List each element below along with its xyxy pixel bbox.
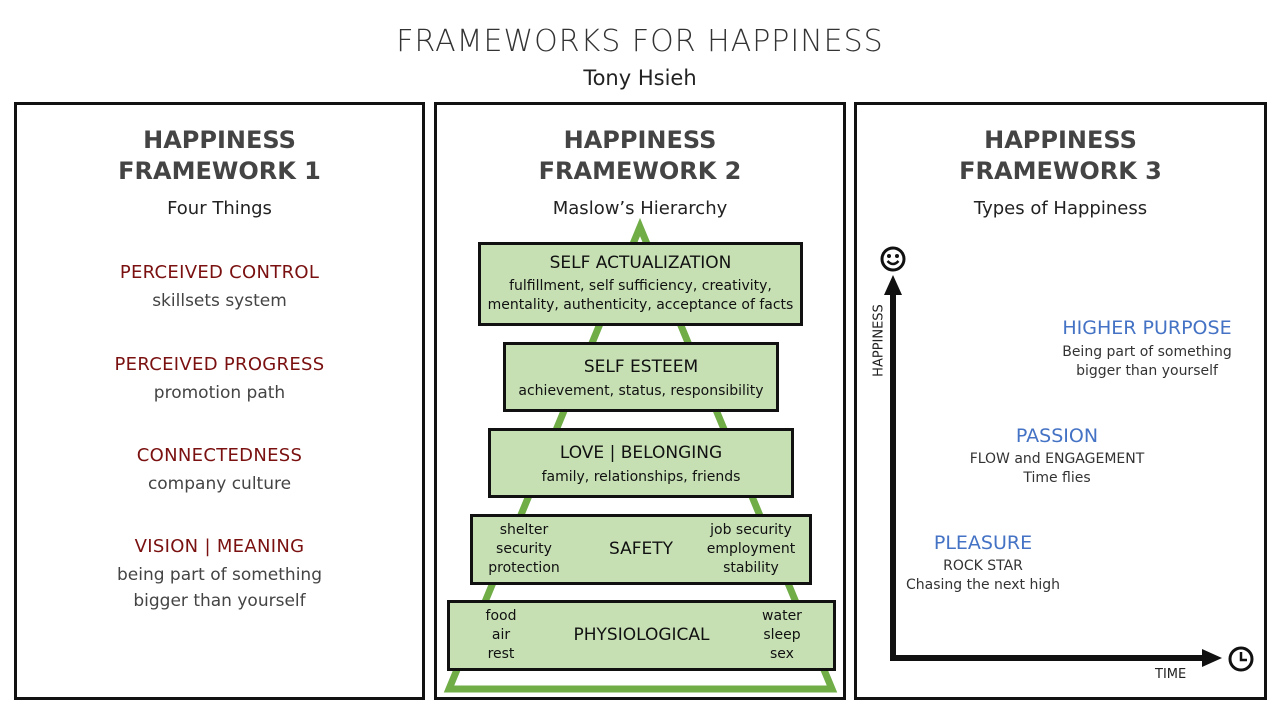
safety-left-list: shelter security protection bbox=[481, 521, 567, 578]
level-item: water bbox=[762, 608, 802, 624]
framework1-panel: HAPPINESS FRAMEWORK 1 Four Things PERCEI… bbox=[14, 102, 425, 700]
framework1-item-desc: being part of something bbox=[116, 565, 322, 585]
type-desc: FLOW and ENGAGEMENT Time flies bbox=[947, 450, 1167, 488]
clock-icon bbox=[1228, 646, 1254, 672]
type-title: HIGHER PURPOSE bbox=[1062, 317, 1232, 339]
framework3-heading-line2: FRAMEWORK 3 bbox=[959, 157, 1162, 185]
level-item: stability bbox=[723, 560, 779, 576]
framework2-heading-line1: HAPPINESS bbox=[563, 126, 717, 154]
pyramid-level-self-esteem: SELF ESTEEM achievement, status, respons… bbox=[503, 342, 779, 412]
type-desc: Being part of something bigger than your… bbox=[1037, 343, 1257, 381]
level-desc: family, relationships, friends bbox=[541, 469, 741, 485]
level-desc: fulfillment, self sufficiency, creativit… bbox=[509, 278, 772, 294]
level-item: shelter bbox=[499, 522, 549, 538]
framework3-panel: HAPPINESS FRAMEWORK 3 Types of Happiness… bbox=[854, 102, 1267, 700]
pyramid-level-physiological: food air rest PHYSIOLOGICAL water sleep … bbox=[447, 600, 836, 671]
level-item: air bbox=[491, 627, 511, 643]
framework1-item-title: PERCEIVED CONTROL bbox=[119, 262, 320, 283]
framework2-heading-line2: FRAMEWORK 2 bbox=[538, 157, 742, 185]
level-item: job security bbox=[710, 522, 792, 538]
framework1-item-desc: skillsets system bbox=[152, 291, 287, 311]
framework2-subtitle: Maslow’s Hierarchy bbox=[552, 198, 728, 219]
framework1-heading-line1: HAPPINESS bbox=[143, 126, 296, 154]
level-item: security bbox=[496, 541, 552, 557]
type-desc-line: Being part of something bbox=[1062, 344, 1232, 360]
level-name: SAFETY bbox=[608, 539, 674, 559]
type-desc-line: ROCK STAR bbox=[943, 558, 1023, 574]
level-desc: mentality, authenticity, acceptance of f… bbox=[487, 297, 794, 313]
page-title: FRAMEWORKS FOR HAPPINESS bbox=[396, 24, 884, 59]
axes bbox=[884, 275, 1222, 667]
level-name: PHYSIOLOGICAL bbox=[573, 625, 710, 645]
level-desc: achievement, status, responsibility bbox=[518, 383, 764, 399]
type-desc-line: FLOW and ENGAGEMENT bbox=[969, 451, 1145, 467]
framework1-item-desc: bigger than yourself bbox=[133, 591, 306, 611]
type-title: PLEASURE bbox=[933, 532, 1033, 554]
level-name: SELF ESTEEM bbox=[583, 357, 699, 377]
framework1-item-desc: company culture bbox=[147, 474, 292, 494]
level-item: rest bbox=[487, 646, 515, 662]
smiley-icon bbox=[880, 246, 906, 272]
framework1-heading-line2: FRAMEWORK 1 bbox=[118, 157, 321, 185]
level-item: sex bbox=[770, 646, 794, 662]
framework3-subtitle: Types of Happiness bbox=[973, 198, 1148, 219]
physiological-right-list: water sleep sex bbox=[747, 607, 817, 664]
pyramid-level-safety: shelter security protection SAFETY job s… bbox=[470, 514, 812, 585]
page-subtitle: Tony Hsieh bbox=[583, 66, 697, 90]
level-name: LOVE | BELONGING bbox=[559, 443, 723, 463]
type-desc: ROCK STAR Chasing the next high bbox=[873, 557, 1093, 595]
level-item: protection bbox=[488, 560, 560, 576]
type-desc-line: bigger than yourself bbox=[1076, 363, 1218, 379]
pyramid-level-love-belonging: LOVE | BELONGING family, relationships, … bbox=[488, 428, 794, 498]
framework2-panel: HAPPINESS FRAMEWORK 2 Maslow’s Hierarchy… bbox=[434, 102, 846, 700]
physiological-left-list: food air rest bbox=[466, 607, 536, 664]
level-item: sleep bbox=[763, 627, 801, 643]
y-axis-label: HAPPINESS bbox=[871, 304, 887, 377]
framework1-item-desc: promotion path bbox=[153, 383, 286, 403]
x-axis-label: TIME bbox=[1155, 667, 1187, 682]
framework3-heading-line1: HAPPINESS bbox=[984, 126, 1137, 154]
type-title: PASSION bbox=[1015, 425, 1099, 447]
framework1-item-title: CONNECTEDNESS bbox=[136, 445, 303, 466]
type-desc-line: Time flies bbox=[1023, 470, 1091, 486]
framework1-item-title: VISION | MEANING bbox=[134, 536, 305, 557]
framework1-subtitle: Four Things bbox=[167, 198, 272, 219]
type-desc-line: Chasing the next high bbox=[905, 577, 1061, 593]
framework1-item-title: PERCEIVED PROGRESS bbox=[114, 354, 325, 375]
level-item: food bbox=[485, 608, 517, 624]
level-name: SELF ACTUALIZATION bbox=[549, 253, 732, 273]
safety-right-list: job security employment stability bbox=[701, 521, 801, 578]
pyramid-level-self-actualization: SELF ACTUALIZATION fulfillment, self suf… bbox=[478, 242, 803, 326]
level-item: employment bbox=[706, 541, 796, 557]
